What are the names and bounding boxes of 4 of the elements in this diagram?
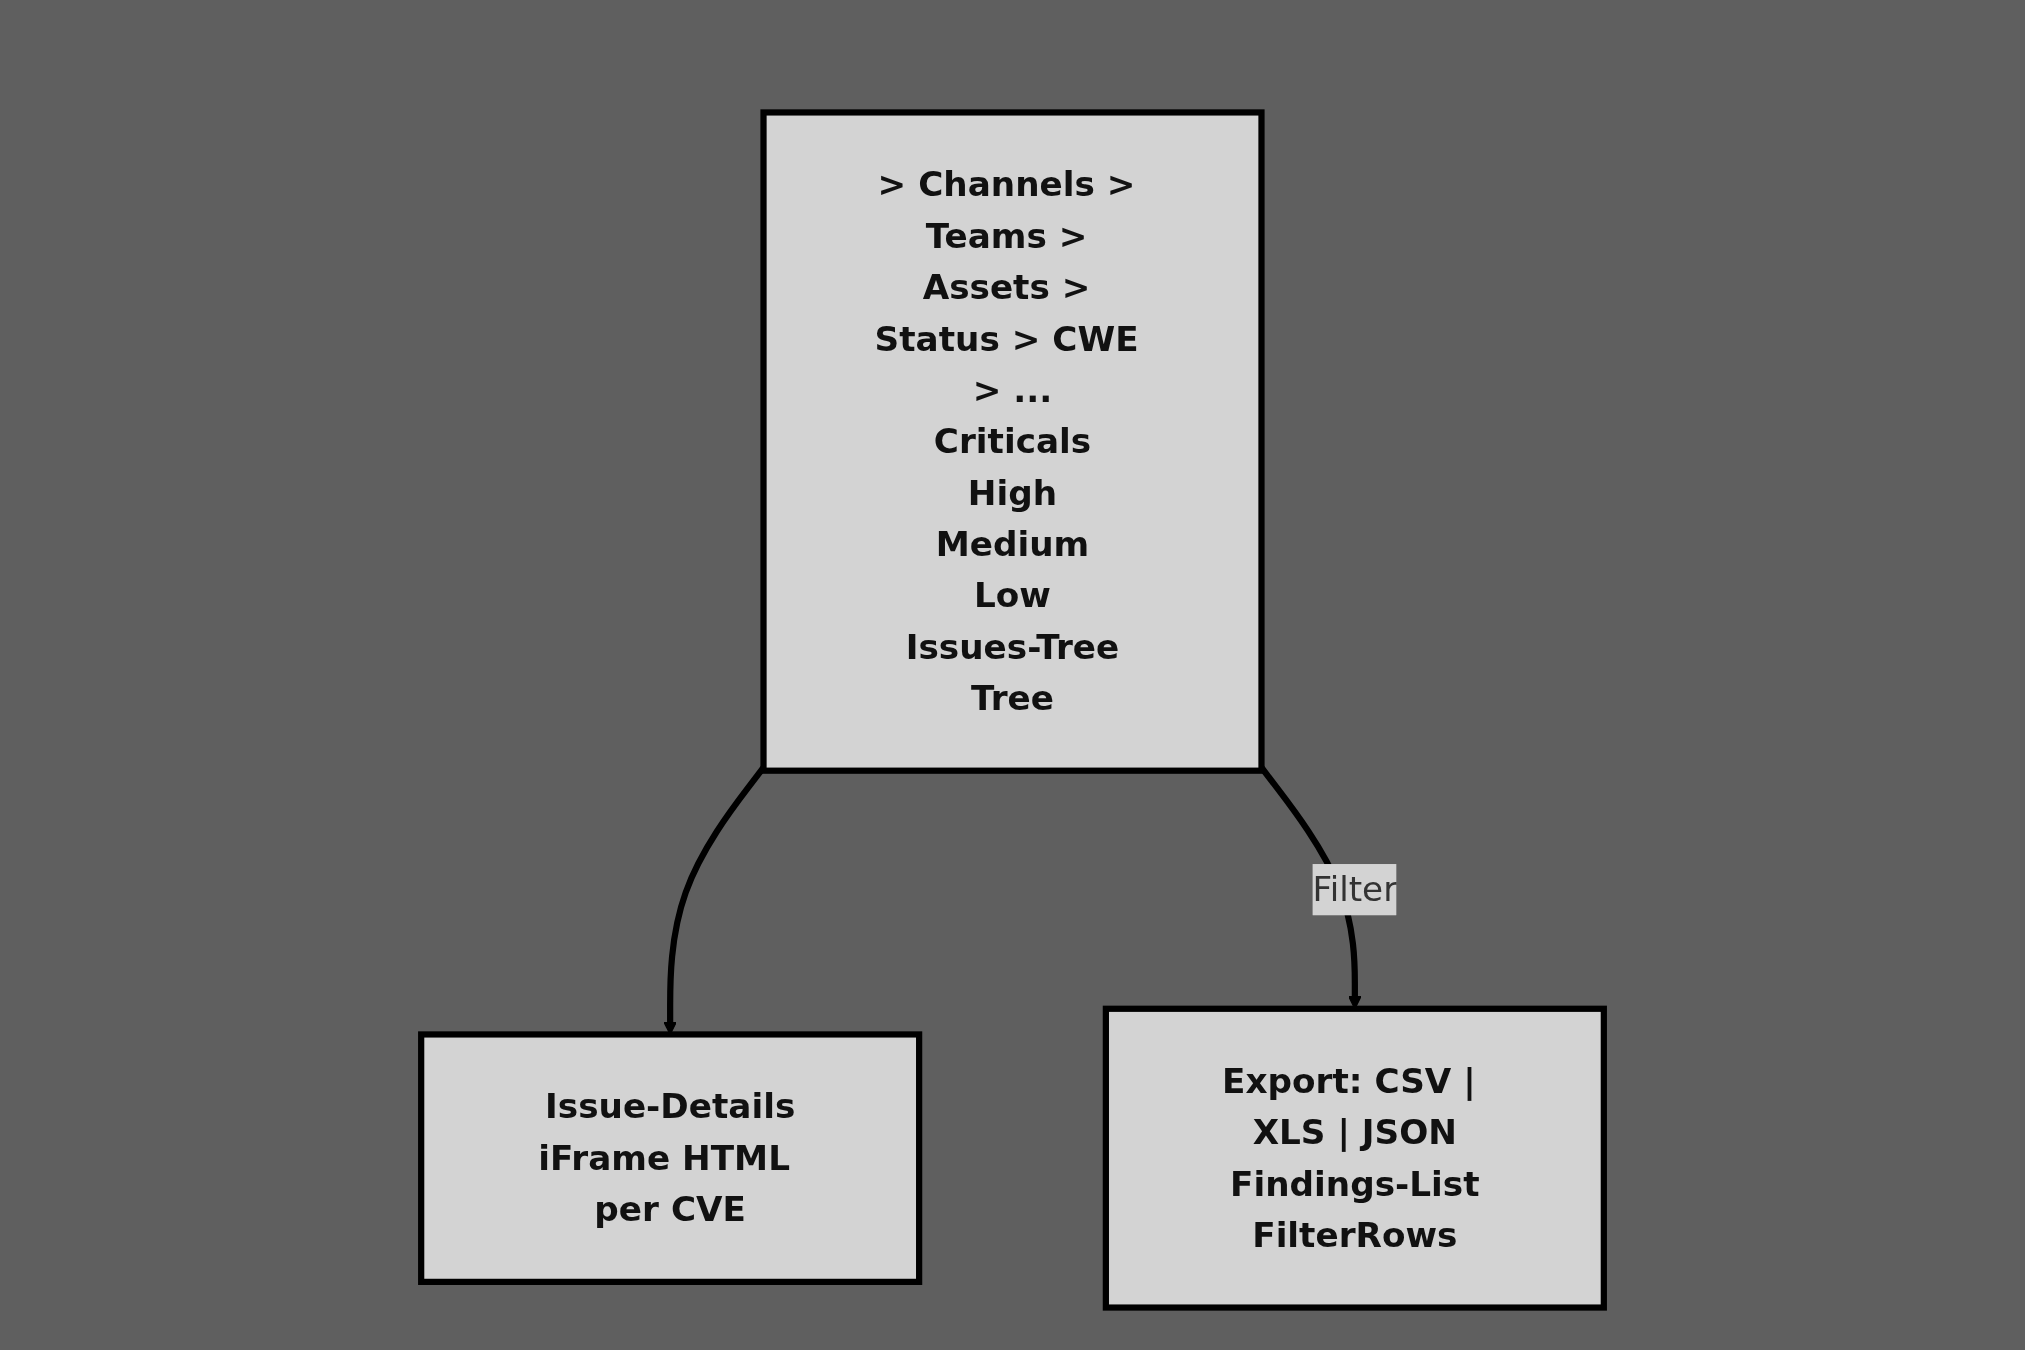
node-box: Issue-Details iFrame HTML per CVE bbox=[418, 1031, 923, 1285]
node-box: > Channels > Teams > Assets > Status > CWE > ... Criticals High Medium Low Issues-Tree Tree bbox=[760, 109, 1265, 774]
edge-label: Filter bbox=[1312, 870, 1398, 910]
node-box: Export: CSV | XLS | JSON Findings-List FilterRows bbox=[1102, 1005, 1607, 1311]
